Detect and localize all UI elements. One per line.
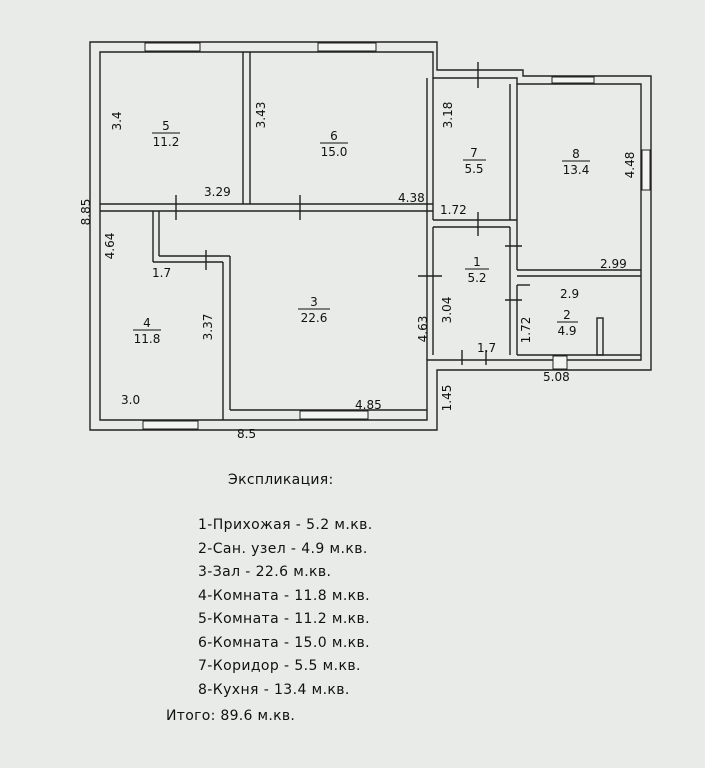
dim-room-5-width: 3.29 <box>204 185 231 199</box>
room-2-area: 4.9 <box>557 324 576 338</box>
dim-room-6-height: 3.43 <box>254 102 268 129</box>
dim-porch: 1.45 <box>440 385 454 412</box>
dim-room-4-step: 1.7 <box>152 266 171 280</box>
window-room-6 <box>317 42 377 52</box>
dim-room-7-height: 3.18 <box>441 102 455 129</box>
window-room-3 <box>299 410 369 420</box>
room-7-area: 5.5 <box>464 162 483 176</box>
dim-room-6-width: 4.38 <box>398 191 425 205</box>
room-8-number: 8 <box>572 147 580 161</box>
room-1-area: 5.2 <box>467 271 486 285</box>
room-4-area: 11.8 <box>134 332 161 346</box>
room-6-label: 6 15.0 <box>320 129 348 159</box>
room-8-label: 8 13.4 <box>562 147 590 177</box>
dim-room-4-lower: 3.37 <box>201 314 215 341</box>
room-3-number: 3 <box>310 295 318 309</box>
room-labels: 5 11.2 6 15.0 7 5.5 8 13.4 1 5.2 2 4.9 <box>133 119 590 346</box>
dim-bath-height: 1.72 <box>519 317 533 344</box>
dim-room-7-width: 1.72 <box>440 203 467 217</box>
room-2-label: 2 4.9 <box>557 308 578 338</box>
room-3-label: 3 22.6 <box>298 295 330 325</box>
room-5-number: 5 <box>162 119 170 133</box>
dim-bath-width: 2.9 <box>560 287 579 301</box>
room-1-label: 1 5.2 <box>465 255 489 285</box>
room-3-area: 22.6 <box>301 311 328 325</box>
room-7-label: 7 5.5 <box>463 146 486 176</box>
dim-room-3-height: 4.63 <box>416 316 430 343</box>
dim-room-8-height: 4.48 <box>623 152 637 179</box>
dim-room-4-width: 3.0 <box>121 393 140 407</box>
windows <box>142 42 651 430</box>
outer-walls <box>89 41 652 431</box>
room-8-area: 13.4 <box>563 163 590 177</box>
room-2-number: 2 <box>563 308 571 322</box>
window-room-8 <box>551 76 595 84</box>
window-room-8-side <box>641 149 651 191</box>
room-5-area: 11.2 <box>153 135 180 149</box>
dim-hall-height: 3.04 <box>440 297 454 324</box>
dim-room-4-upper: 4.64 <box>103 233 117 260</box>
room-6-area: 15.0 <box>321 145 348 159</box>
window-bath <box>552 355 568 370</box>
room-1-number: 1 <box>473 255 481 269</box>
dim-total-height: 8.85 <box>79 199 93 226</box>
dim-total-width: 8.5 <box>237 427 256 441</box>
room-4-label: 4 11.8 <box>133 316 161 346</box>
dimension-labels: 3.4 3.43 3.18 4.48 8.85 3.29 4.38 1.72 4… <box>79 102 637 441</box>
dim-hall-door: 1.7 <box>477 341 496 355</box>
dim-kitchen-width: 2.99 <box>600 257 627 271</box>
room-7-number: 7 <box>470 146 478 160</box>
dim-room-3-width: 4.85 <box>355 398 382 412</box>
room-4-number: 4 <box>143 316 151 330</box>
doors <box>175 62 522 365</box>
window-room-5 <box>144 42 201 52</box>
room-6-number: 6 <box>330 129 338 143</box>
window-room-4 <box>142 420 199 430</box>
dim-room-5-height: 3.4 <box>110 111 124 130</box>
room-5-label: 5 11.2 <box>152 119 180 149</box>
interior-walls <box>100 52 641 420</box>
dim-bath-outer: 5.08 <box>543 370 570 384</box>
